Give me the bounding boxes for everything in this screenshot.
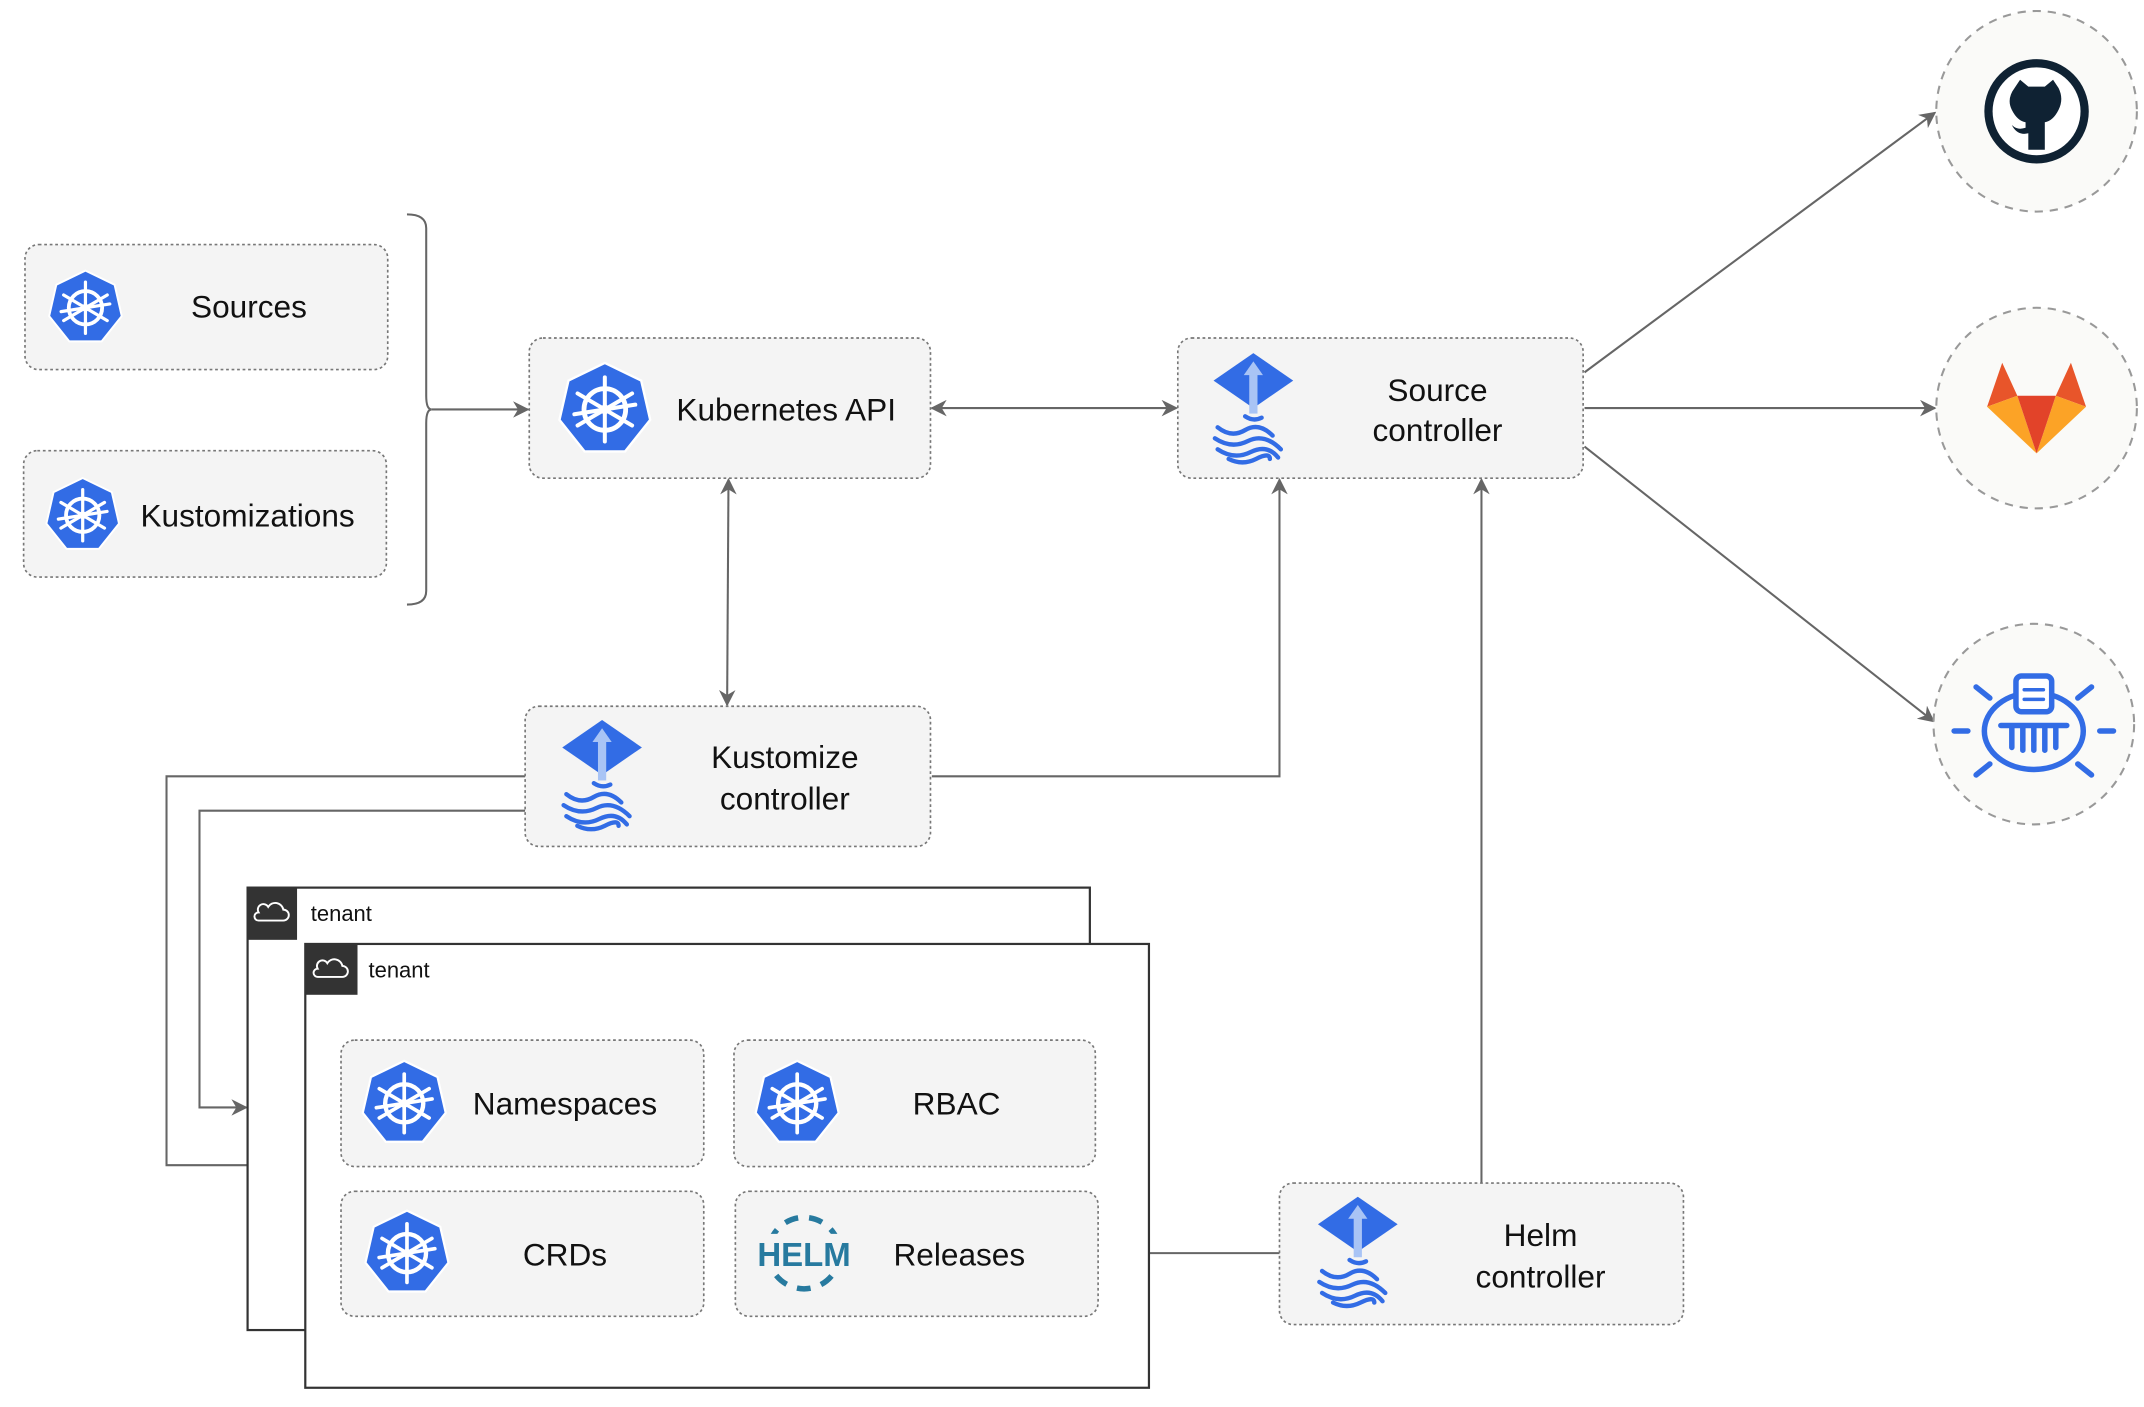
crds-label: CRDs: [523, 1236, 607, 1272]
helm-icon: HELM: [757, 1214, 851, 1292]
source-controller-node[interactable]: Source controller: [1176, 337, 1584, 479]
source-controller-label-line2: controller: [1373, 412, 1503, 448]
kustomizations-label: Kustomizations: [140, 497, 354, 533]
helm-controller-node[interactable]: Helm controller: [1278, 1182, 1685, 1326]
cloud-icon: [312, 958, 349, 978]
sources-node[interactable]: Sources: [24, 243, 389, 371]
gitlab-source[interactable]: [1935, 306, 2138, 510]
bucket-icon: [1951, 673, 2117, 778]
releases-node[interactable]: HELM Releases: [734, 1190, 1099, 1318]
tenant-back-label: tenant: [311, 901, 372, 926]
kustomize-controller-label-line1: Kustomize: [711, 739, 858, 775]
rbac-label: RBAC: [913, 1085, 1001, 1121]
sources-label: Sources: [191, 288, 307, 324]
namespaces-node[interactable]: Namespaces: [340, 1039, 705, 1168]
tenant-front-header: [305, 943, 358, 995]
namespaces-label: Namespaces: [473, 1085, 657, 1121]
bucket-source[interactable]: [1932, 622, 2136, 826]
tenant-front[interactable]: tenant Namespaces RBAC CRDs HELM Release…: [304, 942, 1151, 1389]
github-icon: [1984, 59, 2089, 164]
edge-source-to-github: [1583, 111, 1937, 374]
kustomize-controller-box: [524, 705, 932, 848]
releases-box: [734, 1190, 1099, 1318]
crds-node[interactable]: CRDs: [340, 1190, 705, 1318]
source-controller-label-line1: Source: [1387, 372, 1487, 408]
kustomize-controller-node[interactable]: Kustomize controller: [524, 705, 932, 848]
brace-edge: [406, 213, 432, 606]
edge-source-to-bucket: [1583, 445, 1935, 723]
svg-text:HELM: HELM: [757, 1236, 850, 1273]
tenant-front-label: tenant: [369, 958, 430, 983]
cloud-icon: [253, 901, 290, 922]
kustomizations-node[interactable]: Kustomizations: [22, 449, 388, 578]
kubernetes-api-label: Kubernetes API: [676, 391, 896, 427]
edge-kubernetes-api-kustomize-controller: [718, 477, 737, 707]
kubernetes-api-node[interactable]: Kubernetes API: [528, 337, 932, 479]
edges: [165, 111, 1937, 1262]
edge-kustomize-to-back-tenant: [198, 809, 526, 1116]
helm-controller-label-line2: controller: [1476, 1258, 1606, 1294]
helm-controller-label-line1: Helm: [1504, 1217, 1578, 1253]
edge-kustomize-to-source-controller: [931, 477, 1288, 778]
sources-box: [24, 243, 389, 371]
kustomizations-box: [22, 449, 388, 578]
github-source[interactable]: [1935, 9, 2138, 213]
edge-kustomize-to-front-tenant: [165, 775, 526, 1174]
releases-label: Releases: [893, 1236, 1025, 1272]
kustomize-controller-label-line2: controller: [720, 780, 850, 816]
rbac-node[interactable]: RBAC: [733, 1039, 1097, 1168]
namespaces-box: [340, 1039, 705, 1168]
rbac-box: [733, 1039, 1097, 1168]
gitlab-icon: [1987, 362, 2087, 454]
